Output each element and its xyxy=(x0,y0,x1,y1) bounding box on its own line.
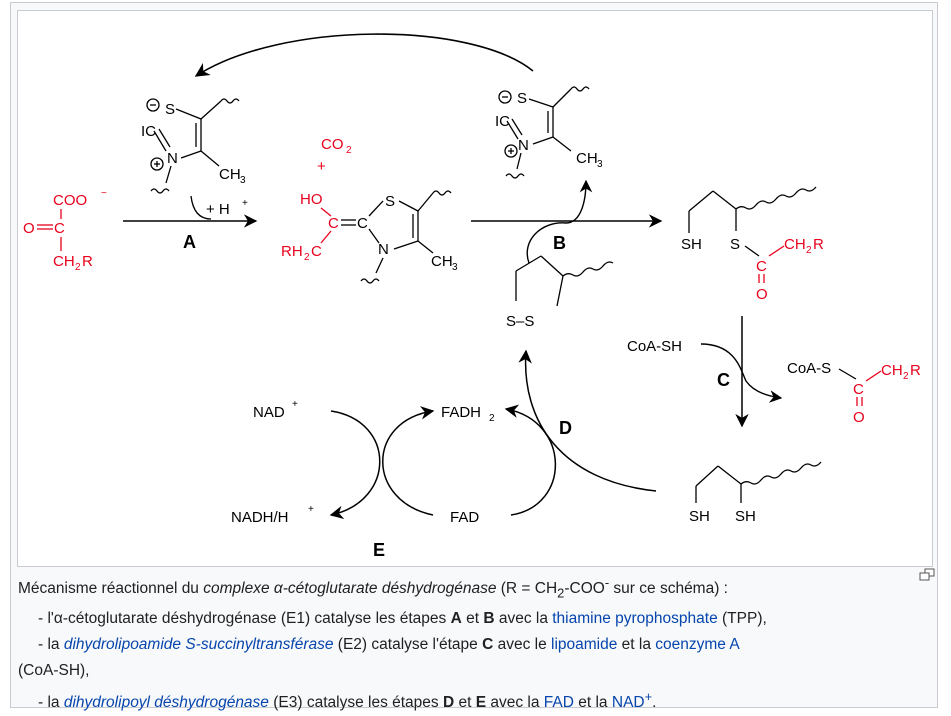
svg-text:CH: CH xyxy=(53,253,75,270)
svg-text:CH: CH xyxy=(219,166,241,183)
svg-text:CH: CH xyxy=(576,150,598,167)
figure-caption: Mécanisme réactionnel du complexe α-céto… xyxy=(18,570,930,716)
tpp-ylide-left: S IC N CH 3 xyxy=(141,98,246,194)
link-fad[interactable]: FAD xyxy=(543,694,574,712)
svg-text:SH: SH xyxy=(681,236,702,253)
link-nad[interactable]: NAD+ xyxy=(611,689,653,712)
caption-line-2: - l'α-cétoglutarate déshydrogénase (E1) … xyxy=(38,610,767,628)
svg-text:NADH/H: NADH/H xyxy=(231,509,289,526)
link-lipoamide[interactable]: lipoamide xyxy=(551,636,618,654)
svg-text:2: 2 xyxy=(75,262,81,273)
alpha-ketoacid: COO − O C CH 2 R xyxy=(23,188,107,273)
svg-text:SH: SH xyxy=(735,508,756,525)
link-coenzyme-a[interactable]: coenzyme A xyxy=(655,636,740,654)
arrow-E-nad xyxy=(329,410,381,520)
svg-text:RH: RH xyxy=(281,243,303,260)
svg-text:2: 2 xyxy=(346,145,352,156)
mechanism-svg: COO − O C CH 2 R + H + A S IC N CH 3 xyxy=(23,33,921,560)
step-C-label: C xyxy=(717,370,730,390)
svg-text:FADH: FADH xyxy=(441,404,481,421)
svg-text:COO: COO xyxy=(53,192,87,209)
caption-line-3b: (CoA-SH), xyxy=(18,662,90,680)
caption-line-1: Mécanisme réactionnel du complexe α-céto… xyxy=(18,575,728,601)
svg-text:2: 2 xyxy=(304,252,310,263)
acyl-dihydrolipoamide: SH S C CH 2 R O xyxy=(681,186,824,303)
svg-text:NAD: NAD xyxy=(253,404,285,421)
reaction-mechanism-diagram[interactable]: COO − O C CH 2 R + H + A S IC N CH 3 xyxy=(17,10,933,567)
svg-text:−: − xyxy=(101,188,107,199)
caption-line-4: - la dihydrolipoyl déshydrogénase (E3) c… xyxy=(38,689,657,712)
svg-text:R: R xyxy=(82,253,93,270)
svg-text:CoA-S: CoA-S xyxy=(787,360,831,377)
arrow-D xyxy=(518,349,657,492)
svg-text:SH: SH xyxy=(689,508,710,525)
svg-text:2: 2 xyxy=(903,371,909,382)
caption-line-3: - la dihydrolipoamide S-succinyltransfér… xyxy=(38,636,740,654)
svg-text:S: S xyxy=(165,101,175,118)
arrow-E-fad xyxy=(382,406,435,516)
svg-text:+: + xyxy=(242,198,248,209)
svg-text:+: + xyxy=(292,399,298,410)
svg-text:IC: IC xyxy=(495,113,510,130)
svg-text:2: 2 xyxy=(489,413,495,424)
step-D-label: D xyxy=(559,418,572,438)
svg-text:C: C xyxy=(54,220,65,237)
svg-text:3: 3 xyxy=(452,262,458,273)
svg-text:3: 3 xyxy=(240,175,246,186)
acyl-coa: CoA-S C CH 2 R O xyxy=(787,360,921,426)
svg-text:IC: IC xyxy=(141,123,156,140)
svg-text:+: + xyxy=(317,158,326,175)
svg-text:CH: CH xyxy=(881,362,903,379)
regeneration-arrow xyxy=(194,33,534,77)
svg-text:+ H: + H xyxy=(206,201,230,218)
svg-text:O: O xyxy=(23,220,35,237)
svg-text:FAD: FAD xyxy=(450,509,479,526)
svg-text:2: 2 xyxy=(806,245,812,256)
step-B-label: B xyxy=(553,233,566,253)
svg-text:CO: CO xyxy=(321,136,344,153)
dihydrolipoamide: SH SH xyxy=(689,461,822,525)
svg-text:HO: HO xyxy=(300,191,323,208)
svg-text:C: C xyxy=(756,258,767,275)
svg-text:CH: CH xyxy=(784,236,806,253)
svg-text:CoA-SH: CoA-SH xyxy=(627,338,682,355)
svg-text:O: O xyxy=(853,409,865,426)
link-dihydrolipoamide-s-succinyltransferase[interactable]: dihydrolipoamide S-succinyltransférase xyxy=(63,636,334,654)
svg-text:C: C xyxy=(311,243,322,260)
magnify-clip-icon[interactable] xyxy=(919,568,935,582)
svg-text:N: N xyxy=(378,241,389,258)
svg-text:N: N xyxy=(518,137,529,154)
svg-text:C: C xyxy=(328,215,339,232)
svg-text:R: R xyxy=(813,236,824,253)
svg-text:+: + xyxy=(308,504,314,515)
step-A-label: A xyxy=(183,232,196,252)
link-dihydrolipoyl-deshydrogenase[interactable]: dihydrolipoyl déshydrogénase xyxy=(63,694,269,712)
svg-text:S–S: S–S xyxy=(506,313,534,330)
svg-text:CH: CH xyxy=(431,253,453,270)
hydroxyalkyl-tpp: CO 2 + HO C RH 2 C C S N CH 3 xyxy=(281,136,458,284)
svg-text:S: S xyxy=(385,193,395,210)
link-thiamine-pyrophosphate[interactable]: thiamine pyrophosphate xyxy=(552,610,718,628)
svg-text:3: 3 xyxy=(597,159,603,170)
tpp-ylide-right: S IC N CH 3 xyxy=(495,86,603,179)
svg-text:S: S xyxy=(517,90,527,107)
svg-text:R: R xyxy=(910,362,921,379)
svg-text:O: O xyxy=(756,286,768,303)
svg-text:S: S xyxy=(730,236,740,253)
svg-text:C: C xyxy=(357,215,368,232)
svg-text:N: N xyxy=(167,150,178,167)
lipoamide-oxidized: S–S xyxy=(506,255,614,330)
svg-text:C: C xyxy=(853,381,864,398)
step-E-label: E xyxy=(373,540,385,560)
